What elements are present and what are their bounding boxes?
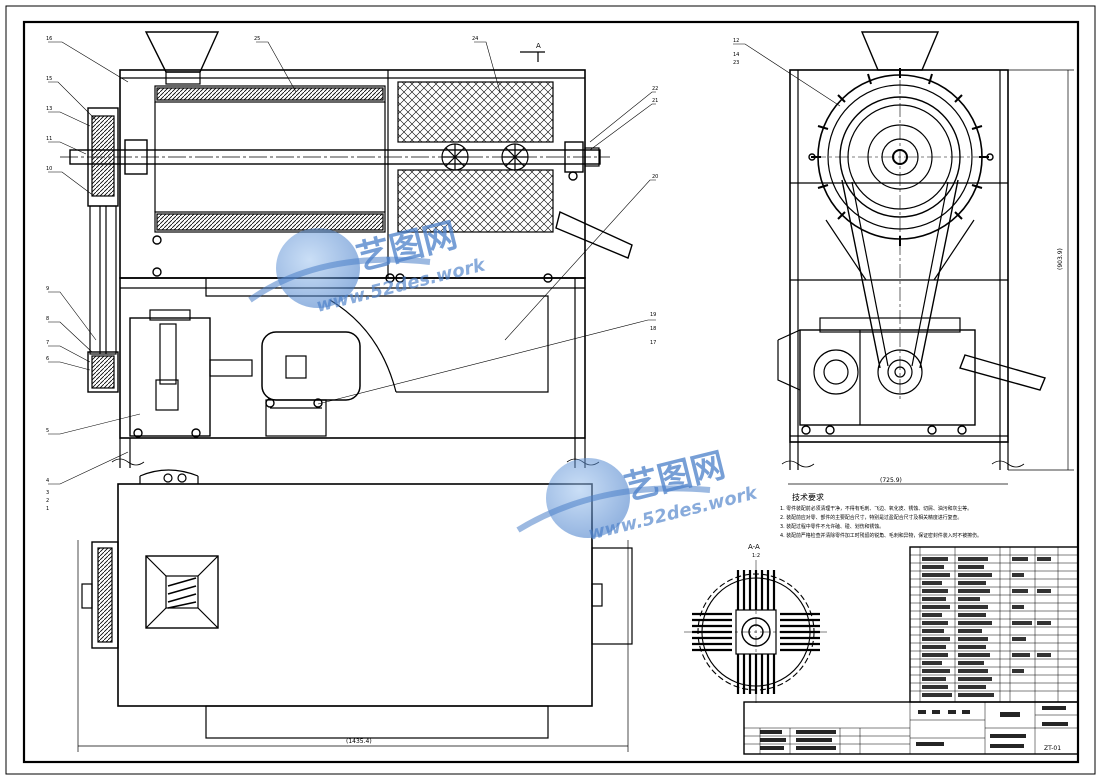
parts-list	[909, 546, 1079, 703]
tech-requirements-lines: 1. 零件装配前必须清理干净，不得有毛刺、飞边、氧化皮、锈蚀、切屑、油污和灰尘等…	[780, 505, 982, 539]
title-block	[743, 701, 1079, 755]
svg-text:18: 18	[650, 326, 656, 332]
drawing-number: ZT-01	[1044, 745, 1061, 752]
svg-text:17: 17	[650, 340, 656, 346]
svg-text:3: 3	[46, 490, 49, 496]
svg-text:2: 2	[46, 498, 49, 504]
svg-text:24: 24	[472, 36, 478, 42]
side-hopper	[860, 31, 940, 71]
feed-hopper	[144, 31, 220, 73]
section-marker: A	[536, 42, 541, 50]
side-height-dimension: (903.9)	[1057, 248, 1064, 270]
tech-requirement-line: 3. 装配过程中零件不允许磕、碰、划伤和锈蚀。	[780, 523, 884, 530]
svg-text:16: 16	[46, 36, 52, 42]
pulley-lower	[87, 351, 119, 393]
brush-hub-left	[441, 143, 469, 171]
tech-requirement-line: 2. 装配前应对零、部件的主要配合尺寸，特别是过盈配合尺寸及相关精度进行复查。	[780, 514, 962, 521]
svg-text:9: 9	[46, 286, 49, 292]
discharge-chute	[555, 211, 633, 259]
mesh-drum	[397, 81, 554, 143]
watermark-2: 艺图网 www.52des.work	[516, 445, 760, 545]
top-inlet	[145, 555, 219, 629]
tech-requirements-title: 技术要求	[792, 492, 824, 502]
svg-text:10: 10	[46, 166, 52, 172]
svg-text:22: 22	[652, 86, 658, 92]
svg-text:5: 5	[46, 428, 49, 434]
section-scale: 1:2	[752, 553, 760, 559]
svg-text:21: 21	[652, 98, 658, 104]
gear-reducer	[129, 317, 211, 437]
tech-requirement-line: 1. 零件装配前必须清理干净，不得有毛刺、飞边、氧化皮、锈蚀、切屑、油污和灰尘等…	[780, 505, 972, 512]
side-width-dimension: (725.9)	[880, 477, 902, 484]
svg-text:14: 14	[733, 52, 739, 58]
coupling	[209, 359, 253, 377]
section-label: A-A	[748, 543, 760, 551]
section-a-a	[684, 560, 828, 704]
brush-bristles	[692, 570, 820, 694]
top-housing	[117, 483, 593, 707]
svg-text:7: 7	[46, 340, 49, 346]
leader-lines	[48, 41, 841, 485]
svg-text:19: 19	[650, 312, 656, 318]
svg-text:23: 23	[733, 60, 739, 66]
svg-text:13: 13	[46, 106, 52, 112]
svg-text:8: 8	[46, 316, 49, 322]
svg-text:20: 20	[652, 174, 658, 180]
tech-requirement-line: 4. 装配前严格检查并清除零件加工时残留的锐角、毛刺和异物，保证密封件装入时不被…	[780, 532, 982, 539]
top-view	[81, 469, 633, 739]
anchor-bolts	[133, 171, 578, 438]
belt	[89, 205, 117, 355]
svg-text:12: 12	[733, 38, 739, 44]
svg-text:1: 1	[46, 506, 49, 512]
electric-motor	[261, 331, 361, 401]
side-belt	[841, 179, 959, 369]
svg-text:6: 6	[46, 356, 49, 362]
svg-text:11: 11	[46, 136, 52, 142]
front-view	[60, 31, 633, 752]
side-reducer	[799, 329, 976, 426]
svg-text:15: 15	[46, 76, 52, 82]
drawing-frame	[5, 5, 1096, 775]
svg-text:25: 25	[254, 36, 260, 42]
side-view	[777, 31, 1074, 485]
svg-text:4: 4	[46, 478, 49, 484]
brush-hub-right	[501, 143, 529, 171]
overall-length-dimension: (1435.4)	[346, 738, 372, 745]
